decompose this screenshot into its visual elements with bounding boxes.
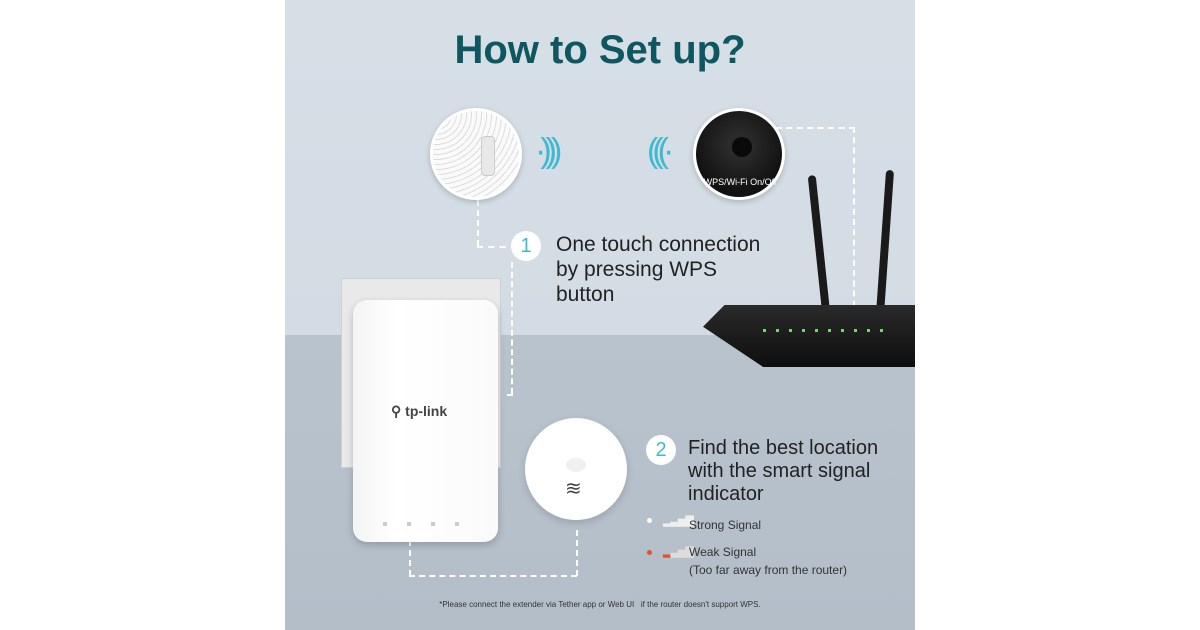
connector-line [576, 530, 578, 576]
connector-line [409, 540, 411, 576]
router-wps-closeup: WPS/Wi-Fi On/Off [693, 108, 785, 200]
connector-line [409, 575, 577, 577]
wifi-signal-left-icon: (((· [647, 132, 674, 170]
weak-signal-note: (Too far away from the router) [689, 563, 848, 577]
tp-link-logo-icon: ⚲ [391, 403, 406, 419]
step-text-line: Find the best location [688, 437, 879, 459]
weak-signal-title: Weak Signal [689, 545, 757, 559]
step-text-line: indicator [688, 483, 764, 505]
connector-line [755, 127, 855, 129]
signal-bars-icon: ▂▃▅▇ [663, 515, 694, 527]
setup-infographic: How to Set up? ·))) (((· WPS/Wi-Fi On/Of… [285, 0, 915, 630]
connector-line [495, 394, 513, 396]
wps-button [481, 136, 495, 176]
strong-signal-label: Strong Signal [689, 518, 762, 532]
router-button-label: WPS/Wi-Fi On/Off [703, 177, 777, 187]
step-1-text: One touch connection by pressing WPS but… [556, 232, 760, 307]
step-text-line: button [556, 283, 615, 306]
router-antenna [807, 174, 831, 316]
connector-line [477, 246, 517, 248]
router-leds [763, 329, 888, 332]
step-text-line: with the smart signal [688, 460, 871, 482]
footnote: *Please connect the extender via Tether … [439, 600, 761, 609]
router [703, 305, 915, 367]
step-number: 2 [646, 435, 676, 465]
led [566, 458, 586, 472]
wifi-signal-right-icon: ·))) [535, 132, 562, 170]
connector-line [853, 127, 855, 317]
brand-logo: ⚲ tp-link [391, 403, 447, 420]
step-2-text: Find the best location with the smart si… [688, 437, 878, 506]
router-wps-button [732, 137, 752, 157]
weak-signal-dot [647, 550, 652, 555]
page-title: How to Set up? [454, 28, 746, 72]
router-antenna [875, 169, 895, 316]
strong-signal-dot [647, 518, 652, 523]
extender-wps-closeup [430, 108, 522, 200]
signal-indicator-closeup: ≋ [525, 418, 627, 520]
step-number: 1 [511, 231, 541, 261]
weak-signal-label: Weak Signal (Too far away from the route… [689, 543, 847, 579]
wifi-icon: ≋ [565, 478, 582, 500]
connector-line [511, 262, 513, 394]
brand-name: tp-link [405, 403, 448, 419]
extender-leds [383, 522, 473, 526]
signal-bars-icon: ▂▃▅▇ [663, 546, 694, 558]
step-text-line: by pressing WPS [556, 258, 718, 281]
range-extender: ⚲ tp-link [353, 300, 498, 542]
connector-line [477, 200, 479, 246]
step-text-line: One touch connection [556, 233, 761, 256]
